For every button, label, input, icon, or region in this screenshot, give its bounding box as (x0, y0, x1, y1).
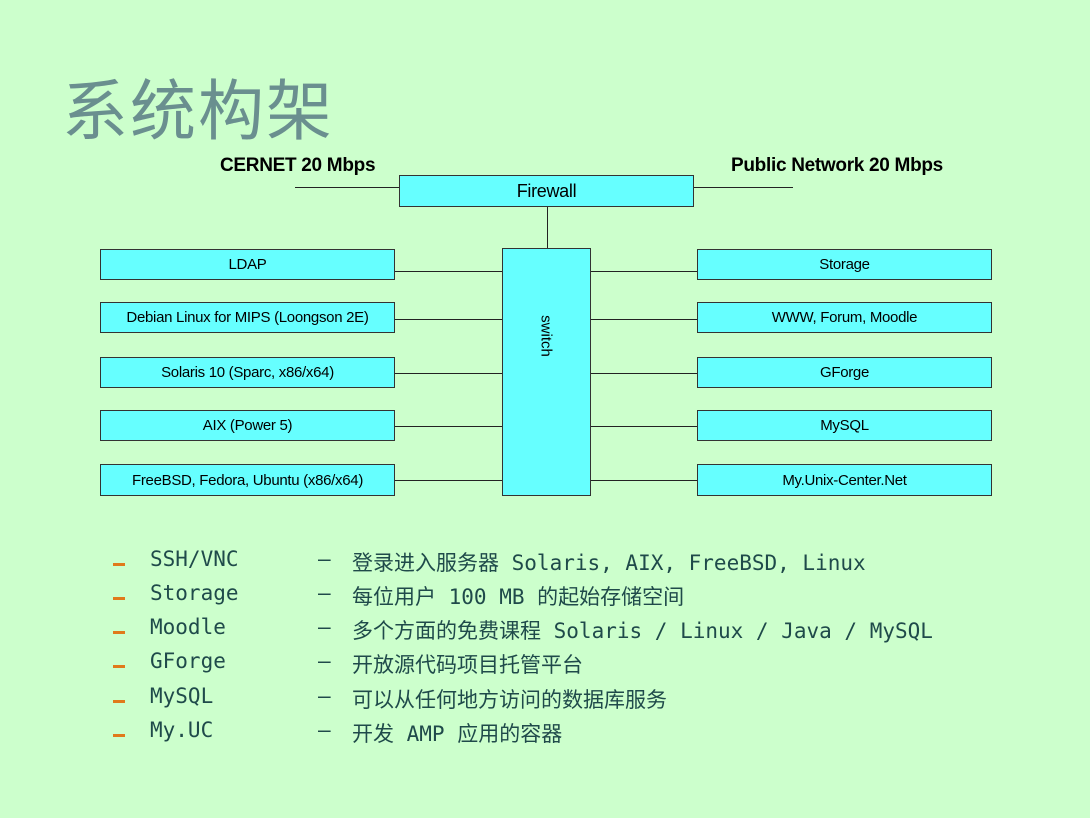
list-item: GForge – 开放源代码项目托管平台 (0, 647, 1090, 681)
bullet-dash-icon (113, 597, 125, 600)
left-node-debian: Debian Linux for MIPS (Loongson 2E) (100, 302, 395, 333)
public-network-label: Public Network 20 Mbps (731, 155, 943, 176)
firewall-label: Firewall (516, 180, 577, 201)
list-item-term: SSH/VNC (150, 547, 239, 571)
list-item-description: 开发 AMP 应用的容器 (352, 722, 563, 746)
list-item-term: Storage (150, 581, 239, 605)
firewall-node: Firewall (399, 175, 694, 207)
connector-line (591, 426, 697, 427)
node-label: GForge (819, 364, 870, 381)
bullet-dash-icon (113, 563, 125, 566)
node-label: AIX (Power 5) (202, 417, 293, 434)
node-label: Solaris 10 (Sparc, x86/x64) (161, 364, 334, 381)
cernet-label: CERNET 20 Mbps (220, 155, 376, 176)
connector-line (395, 271, 502, 272)
list-item-description: 多个方面的免费课程 Solaris / Linux / Java / MySQL (352, 619, 933, 643)
connector-line (395, 319, 502, 320)
right-node-www: WWW, Forum, Moodle (697, 302, 992, 333)
left-node-aix: AIX (Power 5) (100, 410, 395, 441)
left-node-ldap: LDAP (100, 249, 395, 280)
connector-line (395, 373, 502, 374)
left-node-solaris: Solaris 10 (Sparc, x86/x64) (100, 357, 395, 388)
node-label: LDAP (228, 256, 267, 273)
list-item: Moodle – 多个方面的免费课程 Solaris / Linux / Jav… (0, 613, 1090, 647)
bullet-dash-icon (113, 700, 125, 703)
bullet-dash-icon (113, 631, 125, 634)
list-item: SSH/VNC – 登录进入服务器 Solaris, AIX, FreeBSD,… (0, 545, 1090, 579)
list-item-separator: – (318, 684, 331, 708)
list-item-separator: – (318, 649, 331, 673)
list-item-description: 每位用户 100 MB 的起始存储空间 (352, 585, 685, 609)
list-item-separator: – (318, 581, 331, 605)
bullet-dash-icon (113, 665, 125, 668)
right-node-mysql: MySQL (697, 410, 992, 441)
list-item-description: 登录进入服务器 Solaris, AIX, FreeBSD, Linux (352, 551, 866, 575)
list-item-term: My.UC (150, 718, 214, 742)
switch-label: switch (537, 315, 555, 357)
list-item-description: 开放源代码项目托管平台 (352, 653, 583, 677)
list-item-description: 可以从任何地方访问的数据库服务 (352, 688, 667, 712)
list-item-term: GForge (150, 649, 226, 673)
connector-line (395, 426, 502, 427)
node-label: FreeBSD, Fedora, Ubuntu (x86/x64) (131, 471, 364, 489)
connector-line (591, 319, 697, 320)
node-label: Debian Linux for MIPS (Loongson 2E) (126, 309, 369, 326)
list-item-term: Moodle (150, 615, 226, 639)
node-label: WWW, Forum, Moodle (771, 309, 918, 326)
list-item: Storage – 每位用户 100 MB 的起始存储空间 (0, 579, 1090, 613)
connector-line (591, 373, 697, 374)
left-node-bsd-linux: FreeBSD, Fedora, Ubuntu (x86/x64) (100, 464, 395, 496)
page-title: 系统构架 (62, 73, 334, 150)
firewall-switch-line (547, 206, 548, 248)
list-item-separator: – (318, 547, 331, 571)
list-item-separator: – (318, 615, 331, 639)
connector-line (591, 480, 697, 481)
switch-node (502, 248, 591, 496)
list-item-separator: – (318, 718, 331, 742)
list-item: MySQL – 可以从任何地方访问的数据库服务 (0, 682, 1090, 716)
list-item-term: MySQL (150, 684, 214, 708)
cernet-link-line (295, 187, 400, 188)
connector-line (591, 271, 697, 272)
node-label: Storage (819, 256, 870, 273)
connector-line (395, 480, 502, 481)
node-label: MySQL (820, 417, 869, 434)
right-node-storage: Storage (697, 249, 992, 280)
bullet-dash-icon (113, 734, 125, 737)
list-item: My.UC – 开发 AMP 应用的容器 (0, 716, 1090, 750)
node-label: My.Unix-Center.Net (782, 471, 907, 489)
public-link-line (693, 187, 793, 188)
right-node-gforge: GForge (697, 357, 992, 388)
right-node-myuc: My.Unix-Center.Net (697, 464, 992, 496)
